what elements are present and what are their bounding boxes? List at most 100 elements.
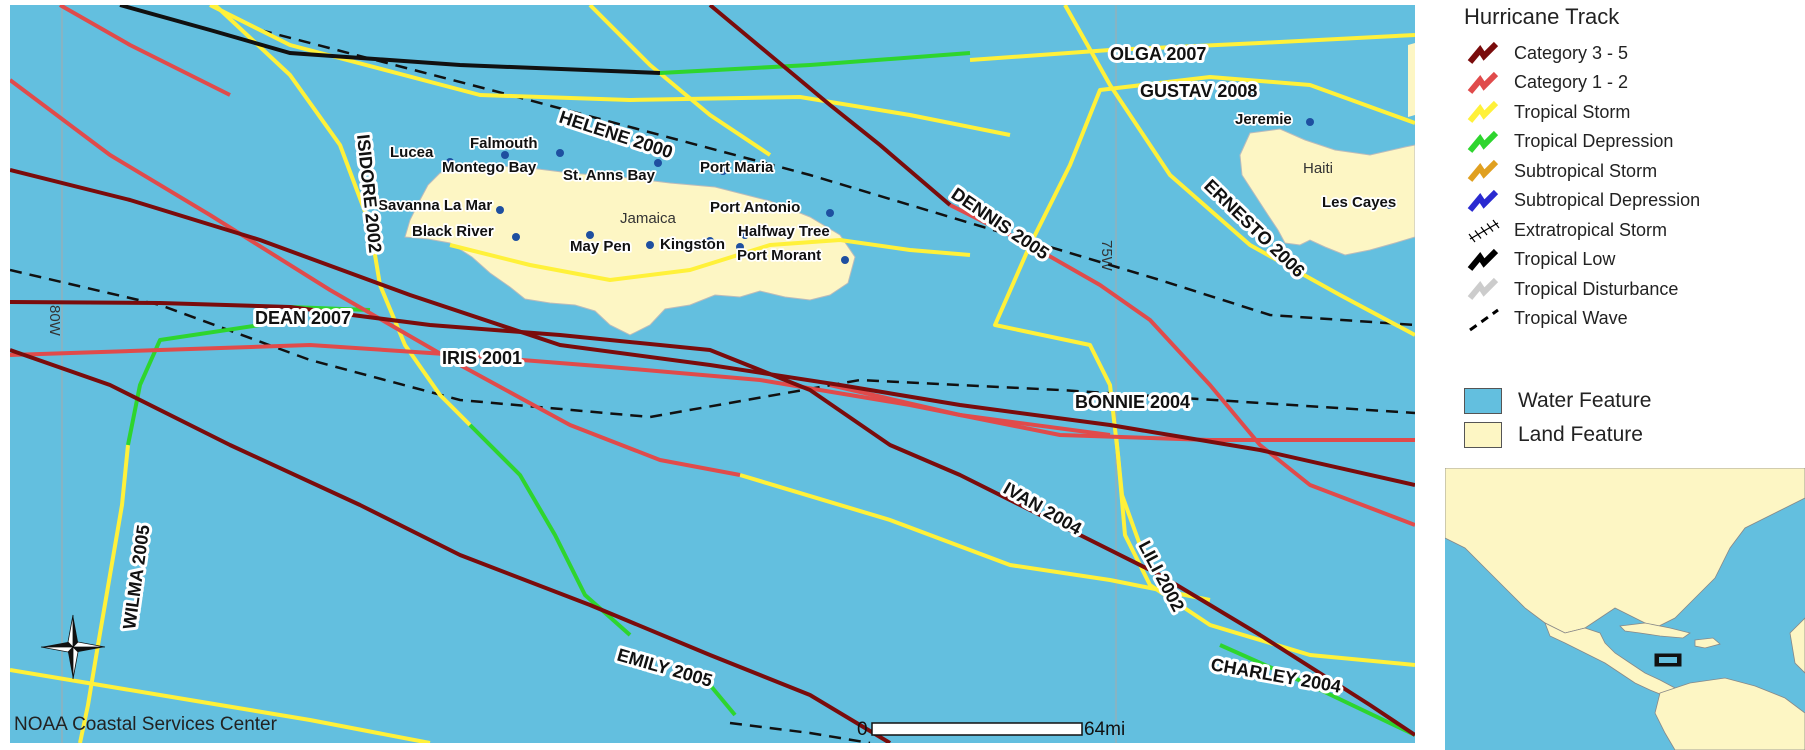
track-dennis-cat12 [949,203,1415,527]
track-olga-td [659,51,971,75]
track-wave-helene [259,28,1415,327]
jamaica-land [404,164,856,336]
marker-les-cayes[interactable] [1386,201,1394,209]
track-ernesto-ts [1063,5,1415,337]
legend-label: Extratropical Storm [1514,219,1668,240]
legend-item-water: Water Feature [1464,386,1651,416]
gridline-label-80w: 80W [46,305,63,337]
tropical-wave-track-icon [1469,308,1499,331]
label-kingston: Kingston [660,236,725,253]
label-les-cayes: Les Cayes [1322,194,1396,211]
tropical-disturbance-track-icon [1467,277,1499,300]
legend-item: Subtropical Depression [1464,186,1700,216]
track-dennis-ts [588,5,772,157]
marker-port-morant-area[interactable] [736,243,744,251]
legend-item: Category 3 - 5 [1464,38,1628,68]
legend-label: Tropical Storm [1514,101,1631,122]
legend-item: Subtropical Storm [1464,156,1657,186]
legend-title: Hurricane Track [1464,4,1620,29]
subtropical-depression-track-icon [1467,189,1499,212]
legend-label: Subtropical Storm [1514,160,1658,181]
track-gustav-ts [993,75,1415,667]
legend-label: Tropical Depression [1514,131,1674,151]
label-dean-2007[interactable]: DEAN 2007 [252,305,354,331]
label-port-maria: Port Maria [700,159,774,176]
legend-label: Water Feature [1518,389,1652,412]
track-emily-td [708,683,737,717]
label-falmouth: Falmouth [470,135,538,152]
subtropical-storm-track-icon [1467,159,1499,182]
track-cat35-a [10,168,1415,487]
legend-item-land: Land Feature [1464,420,1643,450]
marker-may-pen[interactable] [586,231,594,239]
track-northwest-cat12 [59,5,231,97]
label-gustav-2008[interactable]: GUSTAV 2008 [1137,78,1260,104]
legend-label: Category 1 - 2 [1514,72,1629,92]
marker-halfway-tree-2[interactable] [741,231,749,239]
track-tropical-low [119,5,661,75]
marker-black-river[interactable] [512,233,520,241]
legend-label: Tropical Wave [1514,308,1628,328]
inset-south-america [1654,677,1805,750]
legend-item: Tropical Low [1464,245,1615,275]
track-iris-ts [739,473,1211,602]
label-port-antonio: Port Antonio [710,199,800,216]
label-jamaica: Jamaica [620,210,677,227]
label-may-pen: May Pen [570,238,631,255]
track-dean-cat35 [10,300,1415,737]
label-bonnie-2004[interactable]: BONNIE 2004 [1072,389,1193,415]
track-iris-cat12 [10,343,1415,442]
track-isidore-cat12 [10,78,741,477]
legend-item: Extratropical Storm [1464,215,1667,245]
legend-item: Category 1 - 2 [1464,68,1628,98]
legend-label: Category 3 - 5 [1514,42,1629,63]
label-montego-bay: Montego Bay [442,159,537,176]
label-st-anns-bay: St. Anns Bay [563,167,656,184]
coast-fragment [1408,43,1415,117]
tropical-storm-track-icon [1467,100,1499,123]
track-dennis-cat35 [708,5,952,207]
track-emily-cat35 [10,348,892,743]
label-black-river: Black River [412,223,494,240]
inset-hispaniola [1694,637,1721,649]
marker-halfway-tree[interactable] [706,237,714,245]
label-halfway-tree: Halfway Tree [738,223,830,240]
track-bonnie-cat12 [829,383,1111,437]
marker-port-maria[interactable] [719,167,727,175]
marker-savanna-la-mar[interactable] [496,206,504,214]
hurricane-track-map[interactable]: 80W 75W [10,5,1415,743]
track-wilma-ts [78,444,130,743]
water-feature-swatch [1464,388,1502,414]
compass-icon [40,614,106,680]
legend-label: Tropical Low [1514,249,1616,269]
inset-cuba [1619,622,1691,639]
track-charley-td [1219,643,1415,737]
tropical-low-track-icon [1467,248,1499,271]
marker-port-morant[interactable] [841,256,849,264]
marker-port-antonio[interactable] [826,209,834,217]
marker-falmouth[interactable] [556,149,564,157]
marker-jeremie[interactable] [1306,118,1314,126]
track-olga-ts [969,33,1415,62]
track-helene-ts [209,5,1011,137]
marker-st-anns-bay[interactable] [654,159,662,167]
track-wilma-td [126,323,261,446]
legend-label: Tropical Disturbance [1514,278,1679,299]
label-olga-2007[interactable]: OLGA 2007 [1107,41,1209,67]
inset-locator-map[interactable] [1445,468,1805,750]
label-haiti: Haiti [1303,160,1333,177]
track-lili-ts [1114,434,1142,546]
inset-east-land [1789,617,1805,674]
track-jamaica-ts [449,238,971,282]
marker-kingston[interactable] [646,241,654,249]
land-feature-swatch [1464,422,1502,448]
marker-lucea[interactable] [446,158,454,166]
marker-montego-bay[interactable] [501,151,509,159]
label-iris-2001[interactable]: IRIS 2001 [439,345,525,371]
gridline-label-75w: 75W [1098,240,1115,272]
legend-label: Land Feature [1518,423,1643,446]
legend-item: Tropical Disturbance [1464,274,1678,304]
track-wave-emily-tail [729,721,871,743]
extratropical-storm-track-icon [1468,219,1500,243]
scale-start-label: 0 [857,719,868,740]
